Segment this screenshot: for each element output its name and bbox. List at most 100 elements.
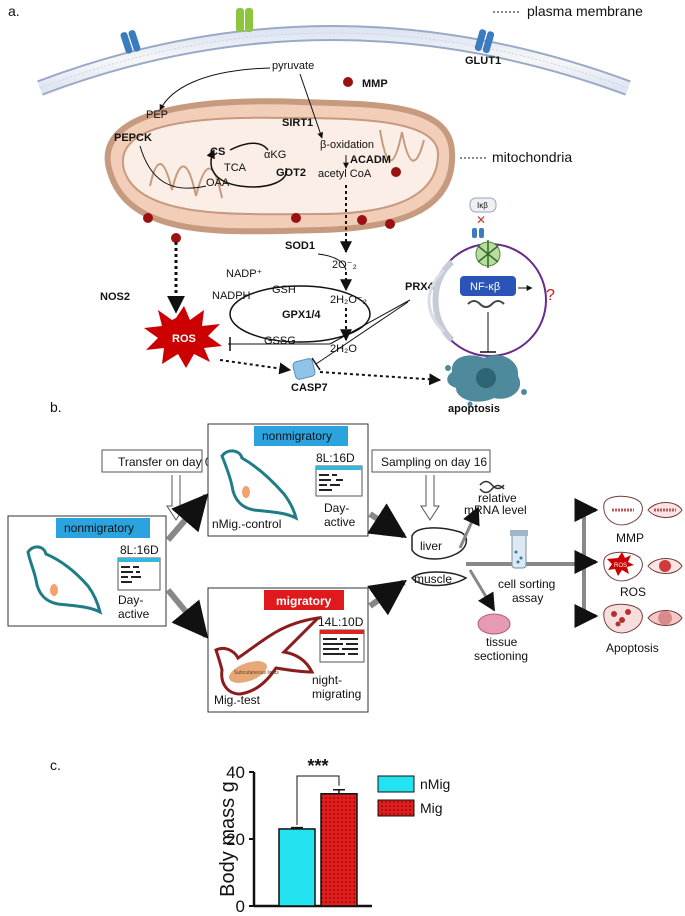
question-mark: ?: [546, 287, 555, 304]
tca-cycle-arrow: [211, 143, 288, 188]
plasma-membrane: [37, 25, 631, 96]
muscle-icon: [410, 571, 468, 587]
panel-b-label: b.: [50, 399, 62, 415]
y-tick-label: 0: [236, 897, 245, 916]
nonmig-top-tag: [254, 426, 348, 446]
pyruvate-to-beta-ox-arrow: [299, 73, 324, 139]
ikb-blocked-icon: ✕: [476, 213, 486, 227]
prx4-to-h2o2-line: [329, 299, 411, 345]
pigeon-top-icon: [220, 449, 299, 521]
cell-sorting-label-1: cell sorting: [498, 577, 555, 591]
panel-c-label: c.: [50, 757, 61, 773]
arrow-control-to-tissue: [367, 503, 408, 539]
significance-bracket: [296, 775, 340, 825]
subcutaneous-lipid-patch: [228, 661, 268, 683]
mrna-level-label: mRNA level: [464, 503, 527, 517]
mig-actogram: [319, 629, 365, 663]
output-mmp-label: MMP: [616, 531, 644, 545]
cell-sorting-label-2: assay: [512, 591, 543, 605]
mig-photoperiod: 14L:10D: [318, 615, 364, 629]
pigeon-left-icon: [26, 545, 103, 615]
subcutaneous-lipids-label: Subcutaneous lipids: [234, 670, 279, 676]
arrow-mig-to-tissue: [367, 579, 407, 616]
sod1-label: SOD1: [285, 240, 315, 252]
mig-tag-label: migratory: [276, 594, 332, 608]
legend-swatch-nmig: [377, 775, 415, 793]
y-tick-label: 40: [226, 763, 245, 782]
y-axis-label: Body mass g: [217, 781, 239, 897]
tissue-section-icon: [477, 613, 511, 635]
casp7-to-apoptosis-arrow: [319, 371, 442, 386]
sampling-label: Sampling on day 16: [381, 455, 487, 469]
beta-oxidation-label: β-oxidation: [320, 139, 374, 151]
glut1-transporter: [474, 29, 495, 53]
ikb-capsule: [469, 197, 497, 213]
prx4-inhibits-casp7-line: [315, 301, 409, 365]
ros-burst: [144, 306, 222, 368]
channel-protein-green: [236, 8, 253, 32]
nonmig-left-activity-1: Day-: [118, 593, 143, 607]
arrow-to-migratory: [165, 588, 209, 639]
arrow-to-mrna: [458, 506, 480, 549]
y-tick-label: 20: [226, 830, 245, 849]
transfer-box: [101, 449, 203, 473]
nadp-label: NADP⁺: [226, 268, 263, 280]
sampling-down-arrow: [420, 475, 440, 521]
test-tube-icon: [510, 530, 528, 569]
legend-swatch-mig: [377, 799, 415, 817]
nfkb-box: [460, 276, 516, 296]
nonmig-left-activity-2: active: [118, 607, 150, 621]
acetyl-coa-label: acetyl CoA: [318, 168, 372, 180]
liver-label: liver: [420, 539, 442, 553]
pep-label: PEP: [146, 109, 168, 121]
nos2-label: NOS2: [100, 291, 130, 303]
h2o2-label: 2H₂O⁻₂: [330, 294, 367, 306]
ros-label: ROS: [172, 333, 196, 345]
output-mmp-liver: [603, 495, 643, 526]
mmp-label: MMP: [362, 78, 388, 90]
mig-activity-1: night-: [312, 673, 342, 687]
significance-label: ***: [307, 756, 328, 776]
ros-to-casp7-arrow: [219, 359, 292, 375]
arrow-to-control: [165, 493, 209, 542]
nfkb-label: NF-κβ: [470, 281, 500, 293]
nfkb-cell: [427, 228, 547, 357]
mig-activity-2: migrating: [312, 687, 361, 701]
dna-icon: [467, 300, 505, 308]
apoptosis-label: apoptosis: [448, 403, 500, 415]
glutathione-cycle: [229, 285, 371, 343]
nonmig-left-photoperiod: 8L:16D: [120, 543, 159, 557]
pigeon-flying-icon: [214, 615, 323, 696]
water-label: 2H₂O: [330, 343, 357, 355]
mitochondrion: [104, 98, 456, 235]
casp7-label: CASP7: [291, 382, 328, 394]
legend-label-mig: Mig: [420, 800, 443, 816]
relative-label: relative: [478, 491, 517, 505]
arrow-to-sectioning: [468, 569, 496, 612]
got2-label: GOT2: [276, 167, 306, 179]
channel-protein-blue-left: [120, 30, 141, 54]
acadm-label: ACADM: [350, 154, 391, 166]
sampling-box: [371, 449, 491, 473]
liver-icon: [411, 527, 468, 560]
gsh-label: GSH: [272, 284, 296, 296]
output-ros-label: ROS: [620, 585, 646, 599]
pyruvate-label: pyruvate: [272, 60, 314, 72]
panel-a-label: a.: [8, 3, 20, 19]
dna-helix-icon: [479, 480, 505, 494]
nonmig-left-actogram: [117, 557, 161, 591]
bar-mig: [320, 793, 358, 907]
superoxide-label: 2O⁻₂: [332, 259, 357, 271]
tca-label: TCA: [224, 162, 247, 174]
mig-tag: [264, 590, 344, 610]
nonmig-top-group: nMig.-control: [212, 517, 281, 531]
legend-label-nmig: nMig: [420, 776, 450, 792]
output-apoptosis-label: Apoptosis: [606, 641, 659, 655]
output-ros-small-label: ROS: [614, 563, 627, 569]
pyruvate-to-pep-arrow: [159, 67, 271, 111]
nonmig-top-tag-label: nonmigratory: [262, 429, 332, 443]
bar-nmig: [278, 828, 316, 907]
nonmig-left-tag-label: nonmigratory: [64, 521, 134, 535]
